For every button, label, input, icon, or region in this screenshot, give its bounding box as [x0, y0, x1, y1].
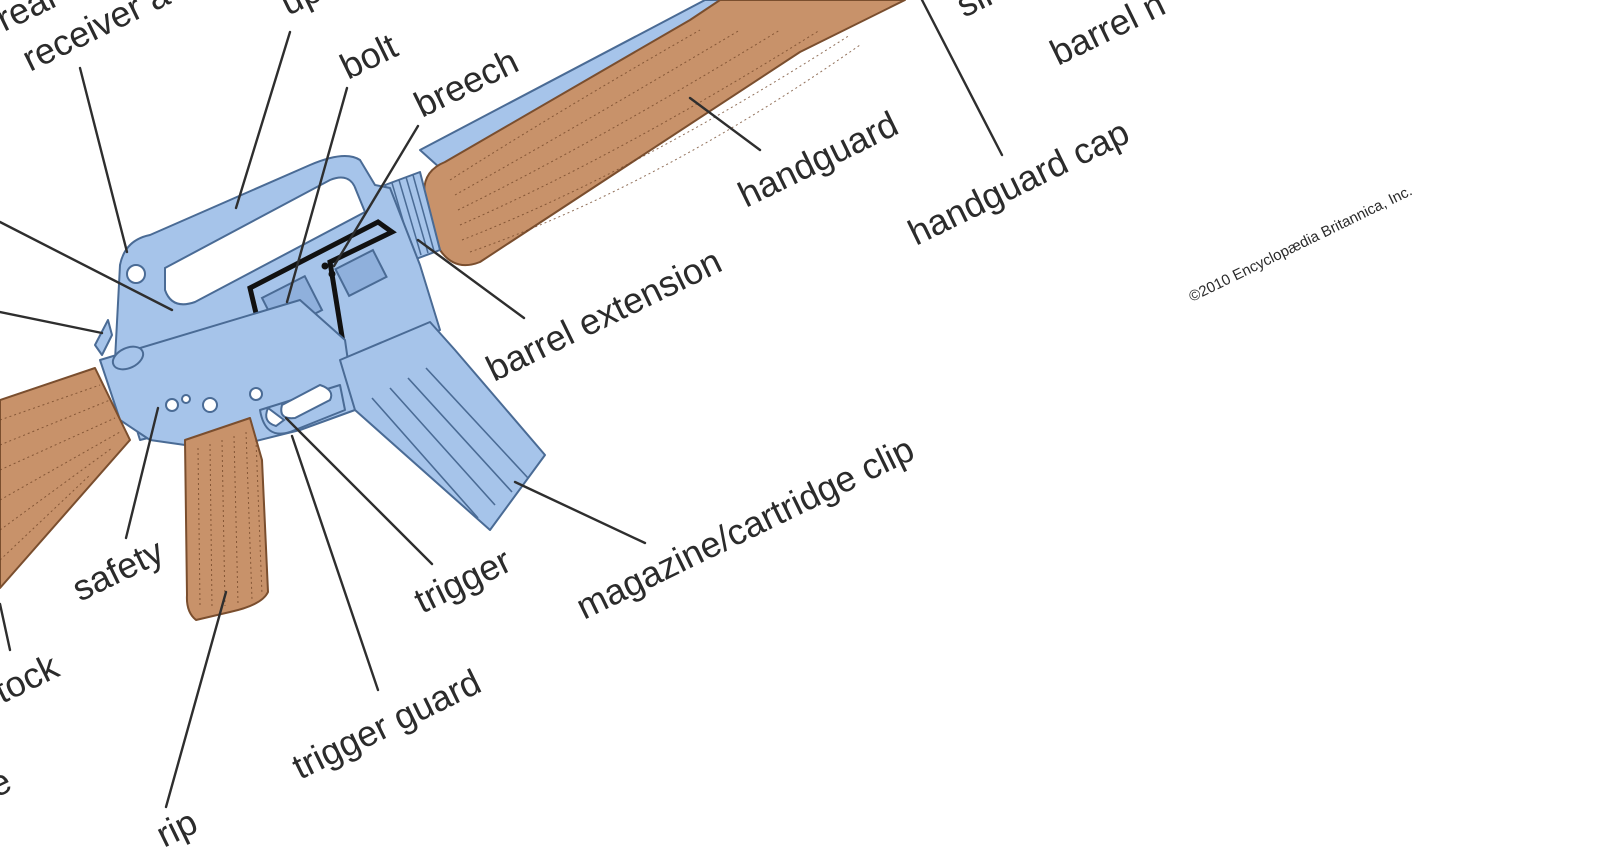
label-trigger: trigger — [408, 540, 518, 622]
magazine-part — [339, 321, 546, 531]
leader-safety — [124, 406, 160, 540]
grip-grain — [197, 431, 263, 609]
pistol-grip-part — [184, 417, 269, 621]
trigger-guard-opening — [280, 383, 333, 420]
bolt-window — [334, 248, 388, 298]
leader-grip — [164, 590, 228, 809]
rifle-illustration — [0, 0, 906, 621]
stock-latch — [94, 319, 113, 356]
leader-left-latch — [0, 310, 104, 335]
safety-knob — [165, 398, 179, 412]
carry-handle-window — [164, 176, 367, 306]
leader-handguard-cap — [920, 0, 1004, 157]
leader-left-upper — [0, 220, 174, 312]
leader-trigger — [284, 416, 434, 566]
pin-2 — [249, 387, 263, 401]
leader-barrel-extension — [416, 238, 526, 320]
label-stock: tock — [0, 645, 66, 711]
leader-upper-receiver — [234, 30, 292, 210]
label-barrel-extension: barrel extension — [480, 240, 728, 389]
label-safety: safety — [66, 530, 170, 609]
leader-breech — [332, 124, 420, 268]
trigger-part — [265, 406, 286, 428]
safety-knob-inner — [181, 394, 191, 404]
copyright-notice: ©2010 Encyclopædia Britannica, Inc. — [1186, 182, 1415, 305]
pin-1 — [202, 397, 218, 413]
handguard-part — [423, 0, 906, 266]
label-upper-receiver: up — [274, 0, 328, 23]
label-barrel-nut: barrel n — [1044, 0, 1172, 73]
leader-stock — [0, 602, 12, 652]
label-slip-ring: sli — [950, 0, 999, 25]
leader-lines — [0, 0, 1004, 809]
label-butt: e — [0, 760, 18, 806]
breech-dot-1 — [321, 262, 329, 270]
leader-handguard — [688, 96, 762, 152]
label-handguard: handguard — [732, 103, 905, 215]
handguard-grain — [449, 29, 861, 253]
leader-receiver — [78, 66, 129, 254]
label-trigger-guard: trigger guard — [286, 661, 487, 787]
leader-bolt — [285, 86, 349, 304]
leader-trigger-guard — [290, 434, 380, 692]
stock-part — [0, 367, 131, 589]
label-magazine: magazine/cartridge clip — [570, 428, 921, 627]
rear-sight-ring — [126, 264, 146, 284]
breech-dot-2 — [328, 270, 336, 278]
receiver-pin — [111, 345, 145, 371]
leader-magazine — [513, 480, 647, 545]
magazine-ridges — [371, 367, 529, 519]
label-bolt: bolt — [334, 25, 404, 87]
stock-grain — [0, 384, 121, 561]
label-grip: rip — [150, 801, 204, 850]
label-handguard-cap: handguard cap — [902, 111, 1136, 253]
